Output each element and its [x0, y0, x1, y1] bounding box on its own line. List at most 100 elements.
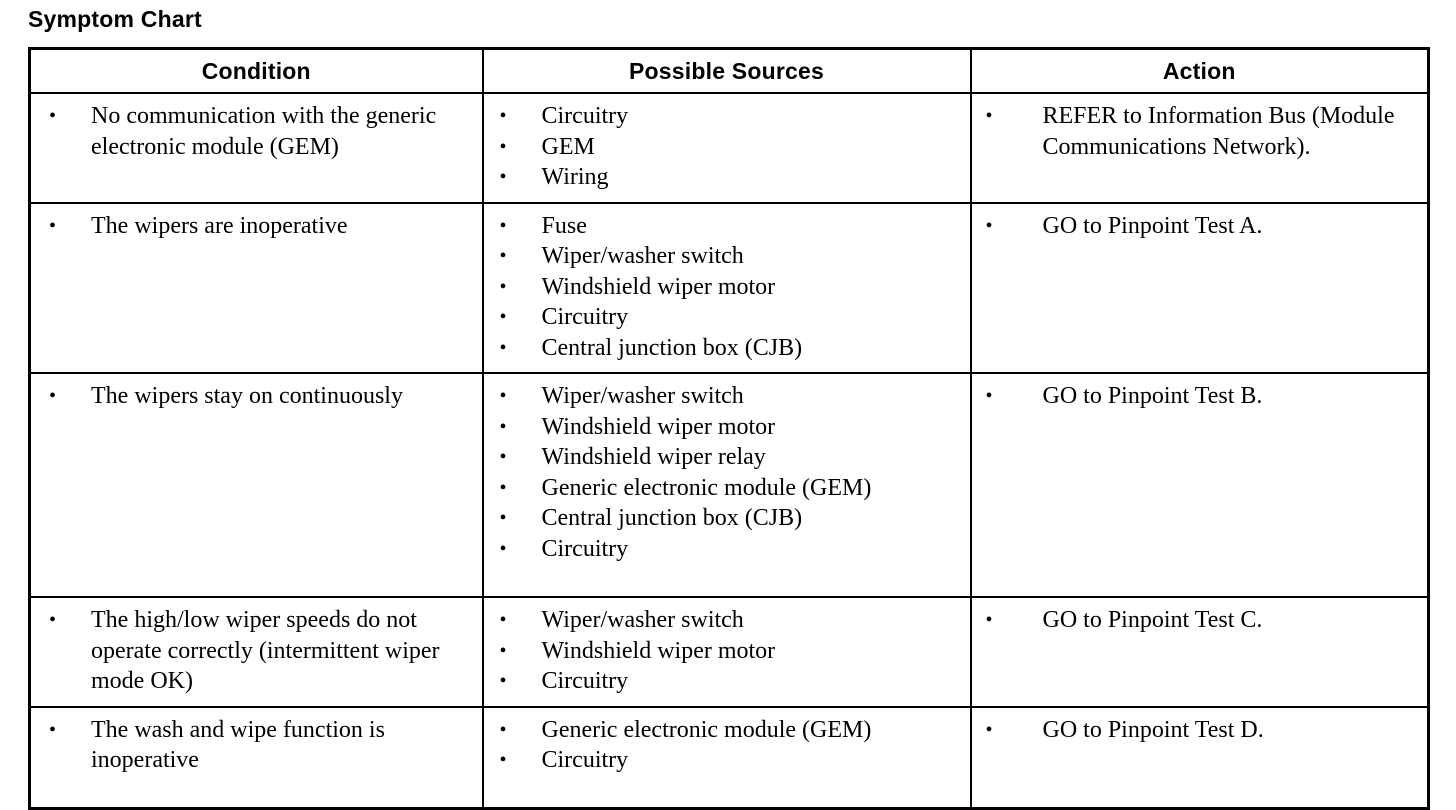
list-item: •GEM — [490, 132, 964, 163]
list-item: • Windshield wiper relay — [490, 442, 964, 473]
list-item-label: The wash and wipe function is inoperativ… — [91, 716, 385, 774]
list-item: • The wipers stay on continuously — [37, 381, 476, 412]
list-item: •No communication with the generic elect… — [37, 101, 476, 162]
bullet-icon: • — [499, 639, 507, 662]
bullet-list: •No communication with the generic elect… — [37, 101, 476, 162]
bullet-icon: • — [499, 214, 507, 237]
list-item-label: Circuitry — [541, 103, 629, 129]
table-row: • The high/low wiper speeds do not operat… — [28, 596, 1430, 708]
list-item: • Wiring — [490, 162, 964, 193]
bullet-icon: • — [49, 214, 57, 237]
column-header-condition: Condition — [28, 47, 484, 94]
list-item-label: Central junction box (CJB) — [541, 334, 803, 361]
list-item: •Circuitry — [490, 745, 964, 776]
list-item-label: Circuitry — [541, 304, 629, 330]
bullet-list: • GO to Pinpoint Test B. — [978, 381, 1422, 412]
bullet-icon: • — [499, 537, 507, 560]
list-item: •Circuitry — [490, 302, 964, 333]
bullet-icon: • — [985, 385, 993, 407]
cell-content: •Circuitry•GEM • Wiring — [484, 94, 970, 202]
list-item: • Central junction box (CJB) — [490, 503, 964, 534]
table-cell-possible-sources: •Circuitry•GEM • Wiring — [481, 92, 972, 204]
list-item-label: Wiper/washer switch — [541, 383, 744, 409]
page-title: Symptom Chart — [28, 6, 202, 32]
table-cell-action: • GO to Pinpoint Test B. — [969, 372, 1430, 598]
bullet-list: • Wiper/washer switch •Windshield wiper mo… — [490, 381, 964, 564]
bullet-list: •GO to Pinpoint Test C. — [978, 605, 1422, 636]
table-row: • The wash and wipe function is inoperati… — [28, 705, 1430, 809]
bullet-list: •GO to Pinpoint Test A. — [978, 211, 1422, 242]
list-item: • REFER to Information Bus (Module Commun… — [978, 101, 1422, 162]
table-cell-condition: • The high/low wiper speeds do not operat… — [28, 596, 484, 708]
list-item-label: GEM — [541, 133, 595, 160]
bullet-icon: • — [49, 609, 57, 631]
bullet-icon: • — [499, 245, 507, 267]
list-item: •Generic electronic module (GEM) — [490, 473, 964, 504]
cell-content: •GO to Pinpoint Test A. — [972, 204, 1428, 251]
cell-content: •Fuse•Wiper/washer switch•Windshield wip… — [484, 204, 970, 373]
cell-content: • The wash and wipe function is inoperati… — [31, 708, 482, 785]
bullet-list: • GO to Pinpoint Test D. — [978, 715, 1422, 746]
table-cell-condition: • The wipers are inoperative — [28, 201, 484, 374]
list-item: • GO to Pinpoint Test D. — [978, 715, 1422, 746]
table-body: •No communication with the generic elect… — [28, 92, 1430, 809]
bullet-icon: • — [499, 507, 507, 529]
list-item-label: Wiring — [541, 164, 609, 190]
list-item: •Fuse — [490, 211, 964, 242]
list-item: •GO to Pinpoint Test C. — [978, 605, 1422, 636]
table-row: •No communication with the generic elect… — [28, 92, 1430, 204]
list-item-label: Windshield wiper motor — [541, 273, 776, 300]
bullet-icon: • — [985, 214, 993, 237]
list-item: • The high/low wiper speeds do not operat… — [37, 605, 476, 697]
list-item: •Circuitry — [490, 101, 964, 132]
list-item-label: Central junction box (CJB) — [541, 505, 803, 531]
bullet-icon: • — [499, 749, 507, 771]
list-item: •Windshield wiper motor — [490, 412, 964, 443]
table-row: • The wipers are inoperative •Fuse•Wiper/w… — [28, 201, 1430, 374]
table-cell-action: • GO to Pinpoint Test D. — [969, 705, 1430, 809]
cell-content: •No communication with the generic elect… — [31, 94, 482, 171]
column-header-possible-sources: Possible Sources — [481, 47, 972, 94]
list-item-label: The high/low wiper speeds do not operate… — [91, 607, 440, 694]
bullet-icon: • — [499, 336, 507, 359]
list-item-label: GO to Pinpoint Test C. — [1042, 607, 1263, 633]
bullet-icon: • — [985, 718, 993, 741]
list-item: • The wipers are inoperative — [37, 211, 476, 242]
list-item-label: Generic electronic module (GEM) — [541, 716, 872, 743]
bullet-icon: • — [499, 166, 507, 188]
list-item-label: GO to Pinpoint Test B. — [1042, 383, 1263, 409]
cell-content: •Wiper/washer switch•Windshield wiper mo… — [484, 598, 970, 706]
list-item-label: The wipers stay on continuously — [91, 383, 403, 409]
list-item-label: The wipers are inoperative — [91, 212, 348, 239]
bullet-icon: • — [499, 385, 507, 407]
bullet-icon: • — [499, 275, 507, 298]
bullet-icon: • — [985, 105, 993, 127]
table-cell-action: • REFER to Information Bus (Module Commun… — [969, 92, 1430, 204]
table-cell-possible-sources: •Wiper/washer switch•Windshield wiper mo… — [481, 596, 972, 708]
bullet-icon: • — [49, 718, 57, 741]
list-item: •Generic electronic module (GEM) — [490, 715, 964, 746]
list-item: •Wiper/washer switch — [490, 241, 964, 272]
list-item-label: REFER to Information Bus (Module Communi… — [1042, 103, 1395, 160]
table-cell-action: •GO to Pinpoint Test C. — [969, 596, 1430, 708]
list-item: • GO to Pinpoint Test B. — [978, 381, 1422, 412]
list-item: • The wash and wipe function is inoperati… — [37, 715, 476, 776]
list-item-label: GO to Pinpoint Test D. — [1042, 716, 1264, 743]
list-item-label: Circuitry — [541, 668, 629, 694]
cell-content: •Generic electronic module (GEM)•Circuit… — [484, 708, 970, 785]
table-cell-possible-sources: •Fuse•Wiper/washer switch•Windshield wip… — [481, 201, 972, 374]
list-item: • Windshield wiper motor — [490, 636, 964, 667]
list-item-label: Windshield wiper motor — [541, 637, 776, 664]
cell-content: • The high/low wiper speeds do not operat… — [31, 598, 482, 706]
list-item: •Circuitry — [490, 534, 964, 565]
bullet-icon: • — [499, 446, 507, 468]
bullet-icon: • — [499, 476, 507, 499]
bullet-list: •Fuse•Wiper/washer switch•Windshield wip… — [490, 211, 964, 364]
column-header-action: Action — [969, 47, 1430, 94]
table-cell-condition: • The wash and wipe function is inoperati… — [28, 705, 484, 809]
bullet-list: • The wipers are inoperative — [37, 211, 476, 242]
list-item-label: Windshield wiper relay — [541, 444, 766, 470]
bullet-icon: • — [49, 385, 57, 407]
table-header-row: Condition Possible Sources Action — [28, 47, 1430, 94]
